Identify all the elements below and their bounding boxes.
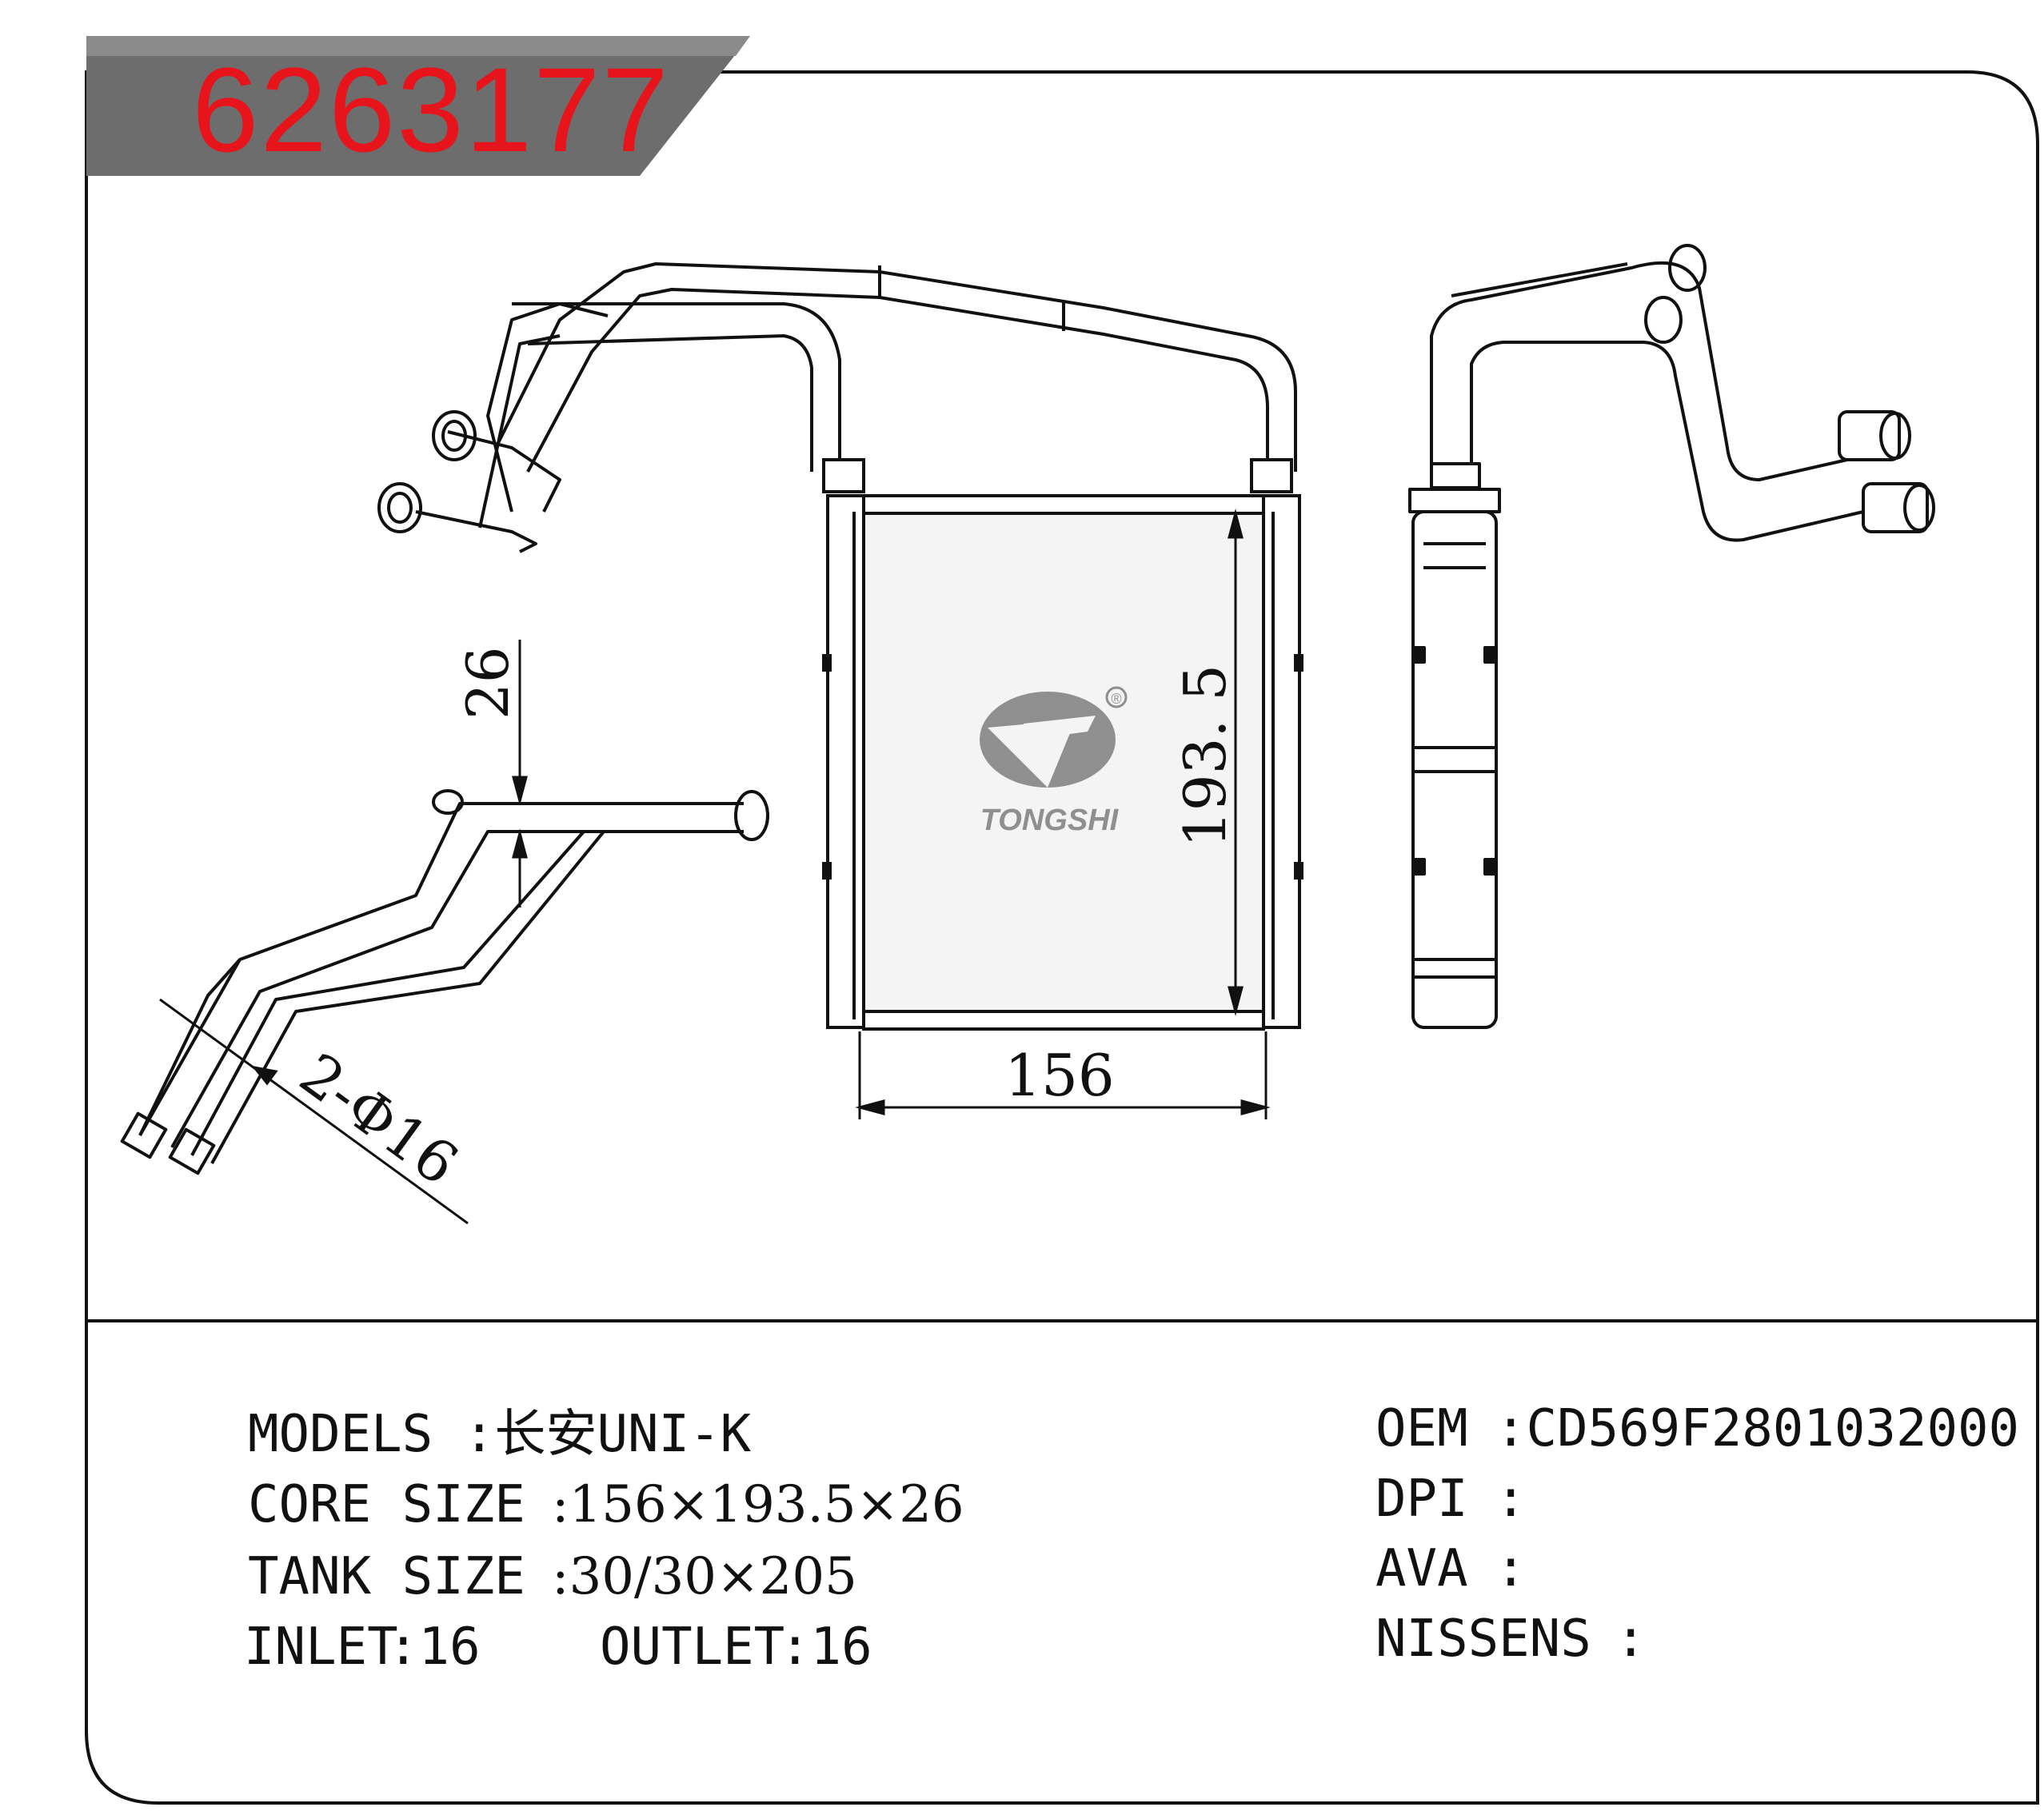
tank-size-value: :30/30×205 bbox=[552, 1547, 857, 1606]
inlet-label: INLET bbox=[244, 1618, 398, 1677]
part-number: 6263177 bbox=[192, 42, 670, 177]
nissens-value: : bbox=[1615, 1610, 1647, 1669]
dim-height-label: 193. 5 bbox=[1172, 664, 1239, 848]
front-view-core bbox=[822, 458, 1303, 1031]
models-label: MODELS bbox=[248, 1405, 433, 1464]
sheet-frame bbox=[85, 70, 2039, 1805]
top-view-pipes bbox=[120, 789, 769, 1175]
tank-size-label: TANK SIZE bbox=[248, 1547, 525, 1606]
dimension-width bbox=[855, 1031, 1271, 1119]
logo-registered-mark: ® bbox=[1111, 691, 1121, 707]
nissens-label: NISSENS bbox=[1375, 1610, 1591, 1669]
models-value: :长安UNI-K bbox=[464, 1405, 752, 1464]
ava-value: : bbox=[1495, 1539, 1527, 1598]
side-view bbox=[1408, 244, 1935, 1029]
title-banner-shade bbox=[86, 36, 750, 56]
ava-label: AVA bbox=[1375, 1539, 1468, 1598]
dimension-height bbox=[1228, 509, 1244, 1016]
dpi-label: DPI bbox=[1375, 1470, 1468, 1529]
core-size-label: CORE SIZE bbox=[248, 1475, 525, 1534]
outlet-label: OUTLET bbox=[600, 1618, 785, 1677]
dim-depth-label: 26 bbox=[454, 646, 521, 720]
outlet-value: :16 bbox=[780, 1618, 872, 1677]
oem-value: :CD569F2801032000 bbox=[1495, 1399, 2020, 1458]
dim-width-label: 156 bbox=[1004, 1042, 1114, 1109]
oem-label: OEM bbox=[1375, 1399, 1468, 1458]
tongshi-logo: ® TONGSHI bbox=[980, 686, 1128, 837]
logo-text: TONGSHI bbox=[980, 804, 1120, 837]
front-view-pipes bbox=[377, 262, 1297, 553]
dim-pipe-label: 2-Φ16 bbox=[288, 1040, 470, 1199]
dimension-depth bbox=[512, 640, 528, 908]
dpi-value: : bbox=[1495, 1470, 1527, 1529]
dimension-pipe bbox=[159, 998, 469, 1225]
title-banner bbox=[86, 36, 750, 176]
inlet-value: :16 bbox=[388, 1618, 481, 1677]
core-size-value: :156×193.5×26 bbox=[552, 1475, 964, 1534]
